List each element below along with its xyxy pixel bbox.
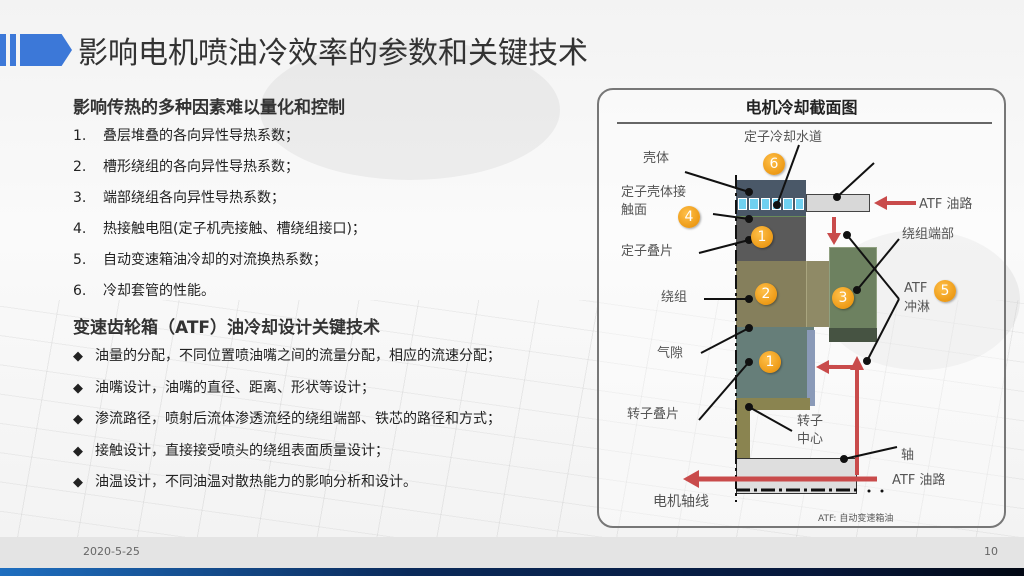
section-heading: 影响传热的多种因素难以量化和控制 [73,98,345,118]
water-channels [738,198,804,210]
label-rotor-lam: 转子叠片 [627,407,680,422]
item-text: 油温设计，不同油温对散热能力的影响分析和设计。 [95,474,417,490]
item-number: 2. [73,159,87,175]
item-text: 冷却套管的性能。 [103,283,215,299]
item-number: 4. [73,221,87,237]
diamond-bullet-icon: ◆ [73,380,83,396]
label-motor-axis: 电机轴线 [653,494,709,510]
footer-bar: 2020-5-25 10 [0,537,1024,569]
item-text: 油量的分配，不同位置喷油嘴之间的流量分配，相应的流速分配； [95,348,501,364]
item-number: 5. [73,252,87,268]
list-item: 1. 叠层堆叠的各向异性导热系数； [73,121,593,152]
label-housing: 壳体 [643,151,670,166]
badge-6: 6 [763,153,785,175]
list-item: 2. 槽形绕组的各向异性导热系数； [73,152,593,183]
label-rotor-center-2: 中心 [797,432,824,447]
item-text: 自动变速箱油冷却的对流换热系数； [103,252,327,268]
title-accent-strip [10,34,16,66]
housing-block [736,180,806,216]
item-text: 叠层堆叠的各向异性导热系数； [103,128,299,144]
label-contact-1: 定子壳体接 [621,185,687,200]
label-end-winding: 绕组端部 [902,227,955,242]
item-text: 端部绕组各向异性导热系数； [103,190,285,206]
diagram-title: 电机冷却截面图 [745,98,858,117]
item-text: 槽形绕组的各向异性导热系数； [103,159,299,175]
item-text: 热接触电阻(定子机壳接触、槽绕组接口)； [103,221,366,237]
item-text: 接触设计，直接接受喷头的绕组表面质量设计； [95,442,389,459]
badge-1-stator: 1 [751,226,773,248]
bottom-decorative-band [0,568,1024,576]
page-number: 10 [984,545,998,558]
rotor-edge [807,330,815,406]
list-item: 5. 自动变速箱油冷却的对流换热系数； [73,245,593,276]
diamond-bullet-icon: ◆ [73,475,83,490]
label-stator-lam: 定子叠片 [621,244,674,259]
title-accent-strip [0,34,6,66]
shaft-block [736,458,857,494]
section-heading: 变速齿轮箱（ATF）油冷却设计关键技术 [73,318,381,338]
list-item: ◆ 油嘴设计，油嘴的直径、距离、形状等设计； [73,373,593,405]
badge-1-rotor: 1 [759,351,781,373]
title-bar: 影响电机喷油冷效率的参数和关键技术 [0,30,588,71]
item-text: 油嘴设计，油嘴的直径、距离、形状等设计； [95,379,375,396]
content-left: 影响传热的多种因素难以量化和控制 1. 叠层堆叠的各向异性导热系数； 2. 槽形绕组… [73,95,593,499]
badge-4: 4 [678,206,700,228]
item-text: 渗流路径，喷射后流体渗透流经的绕组端部、铁芯的路径和方式； [95,411,501,427]
badge-2: 2 [755,283,777,305]
footer-date: 2020-5-25 [83,545,140,558]
item-number: 1. [73,128,87,144]
label-air-gap: 气隙 [657,346,684,361]
list-item: 4. 热接触电阻(定子机壳接触、槽绕组接口)； [73,214,593,245]
label-atf-path-top: ATF 油路 [919,197,973,212]
rotor-center-arm [736,398,750,458]
label-winding: 绕组 [661,290,688,305]
list-item: ◆ 油温设计，不同油温对散热能力的影响分析和设计。 [73,467,593,499]
diagram-overlay [683,144,916,502]
label-atf-path-bottom: ATF 油路 [892,473,946,488]
diamond-bullet-icon: ◆ [73,349,83,364]
list-item: ◆ 油量的分配，不同位置喷油嘴之间的流量分配，相应的流速分配； [73,341,593,373]
bullet-list: ◆ 油量的分配，不同位置喷油嘴之间的流量分配，相应的流速分配； ◆ 油嘴设计，油嘴的… [73,341,593,499]
item-number: 3. [73,190,87,206]
label-contact-2: 触面 [621,203,648,218]
list-item: 3. 端部绕组各向异性导热系数； [73,183,593,214]
diamond-bullet-icon: ◆ [73,412,83,427]
label-atf-spray-2: 冲淋 [904,300,931,315]
background-map [260,40,560,180]
list-item: ◆ 渗流路径，喷射后流体渗透流经的绕组端部、铁芯的路径和方式； [73,404,593,436]
item-number: 6. [73,283,87,299]
page-title: 影响电机喷油冷效率的参数和关键技术 [78,36,588,71]
numbered-list: 1. 叠层堆叠的各向异性导热系数； 2. 槽形绕组的各向异性导热系数； 3. 端部绕组… [73,121,593,307]
winding-extension [806,261,832,327]
cooling-diagram-panel: 电机冷却截面图 [597,88,1006,528]
end-winding-base [829,328,877,342]
badge-5: 5 [934,280,956,302]
title-divider [617,122,992,124]
list-item: ◆ 接触设计，直接接受喷头的绕组表面质量设计； [73,436,593,468]
label-water-channel: 定子冷却水道 [744,130,823,145]
diamond-bullet-icon: ◆ [73,443,83,459]
diagram-footnote: ATF: 自动变速箱油 [818,514,894,524]
list-item: 6. 冷却套管的性能。 [73,276,593,307]
label-shaft: 轴 [901,448,915,463]
label-atf-spray-1: ATF [904,281,928,296]
badge-3: 3 [832,287,854,309]
title-arrow-icon [20,34,72,66]
label-rotor-center-1: 转子 [797,414,824,429]
rotor-center-top [736,398,810,410]
